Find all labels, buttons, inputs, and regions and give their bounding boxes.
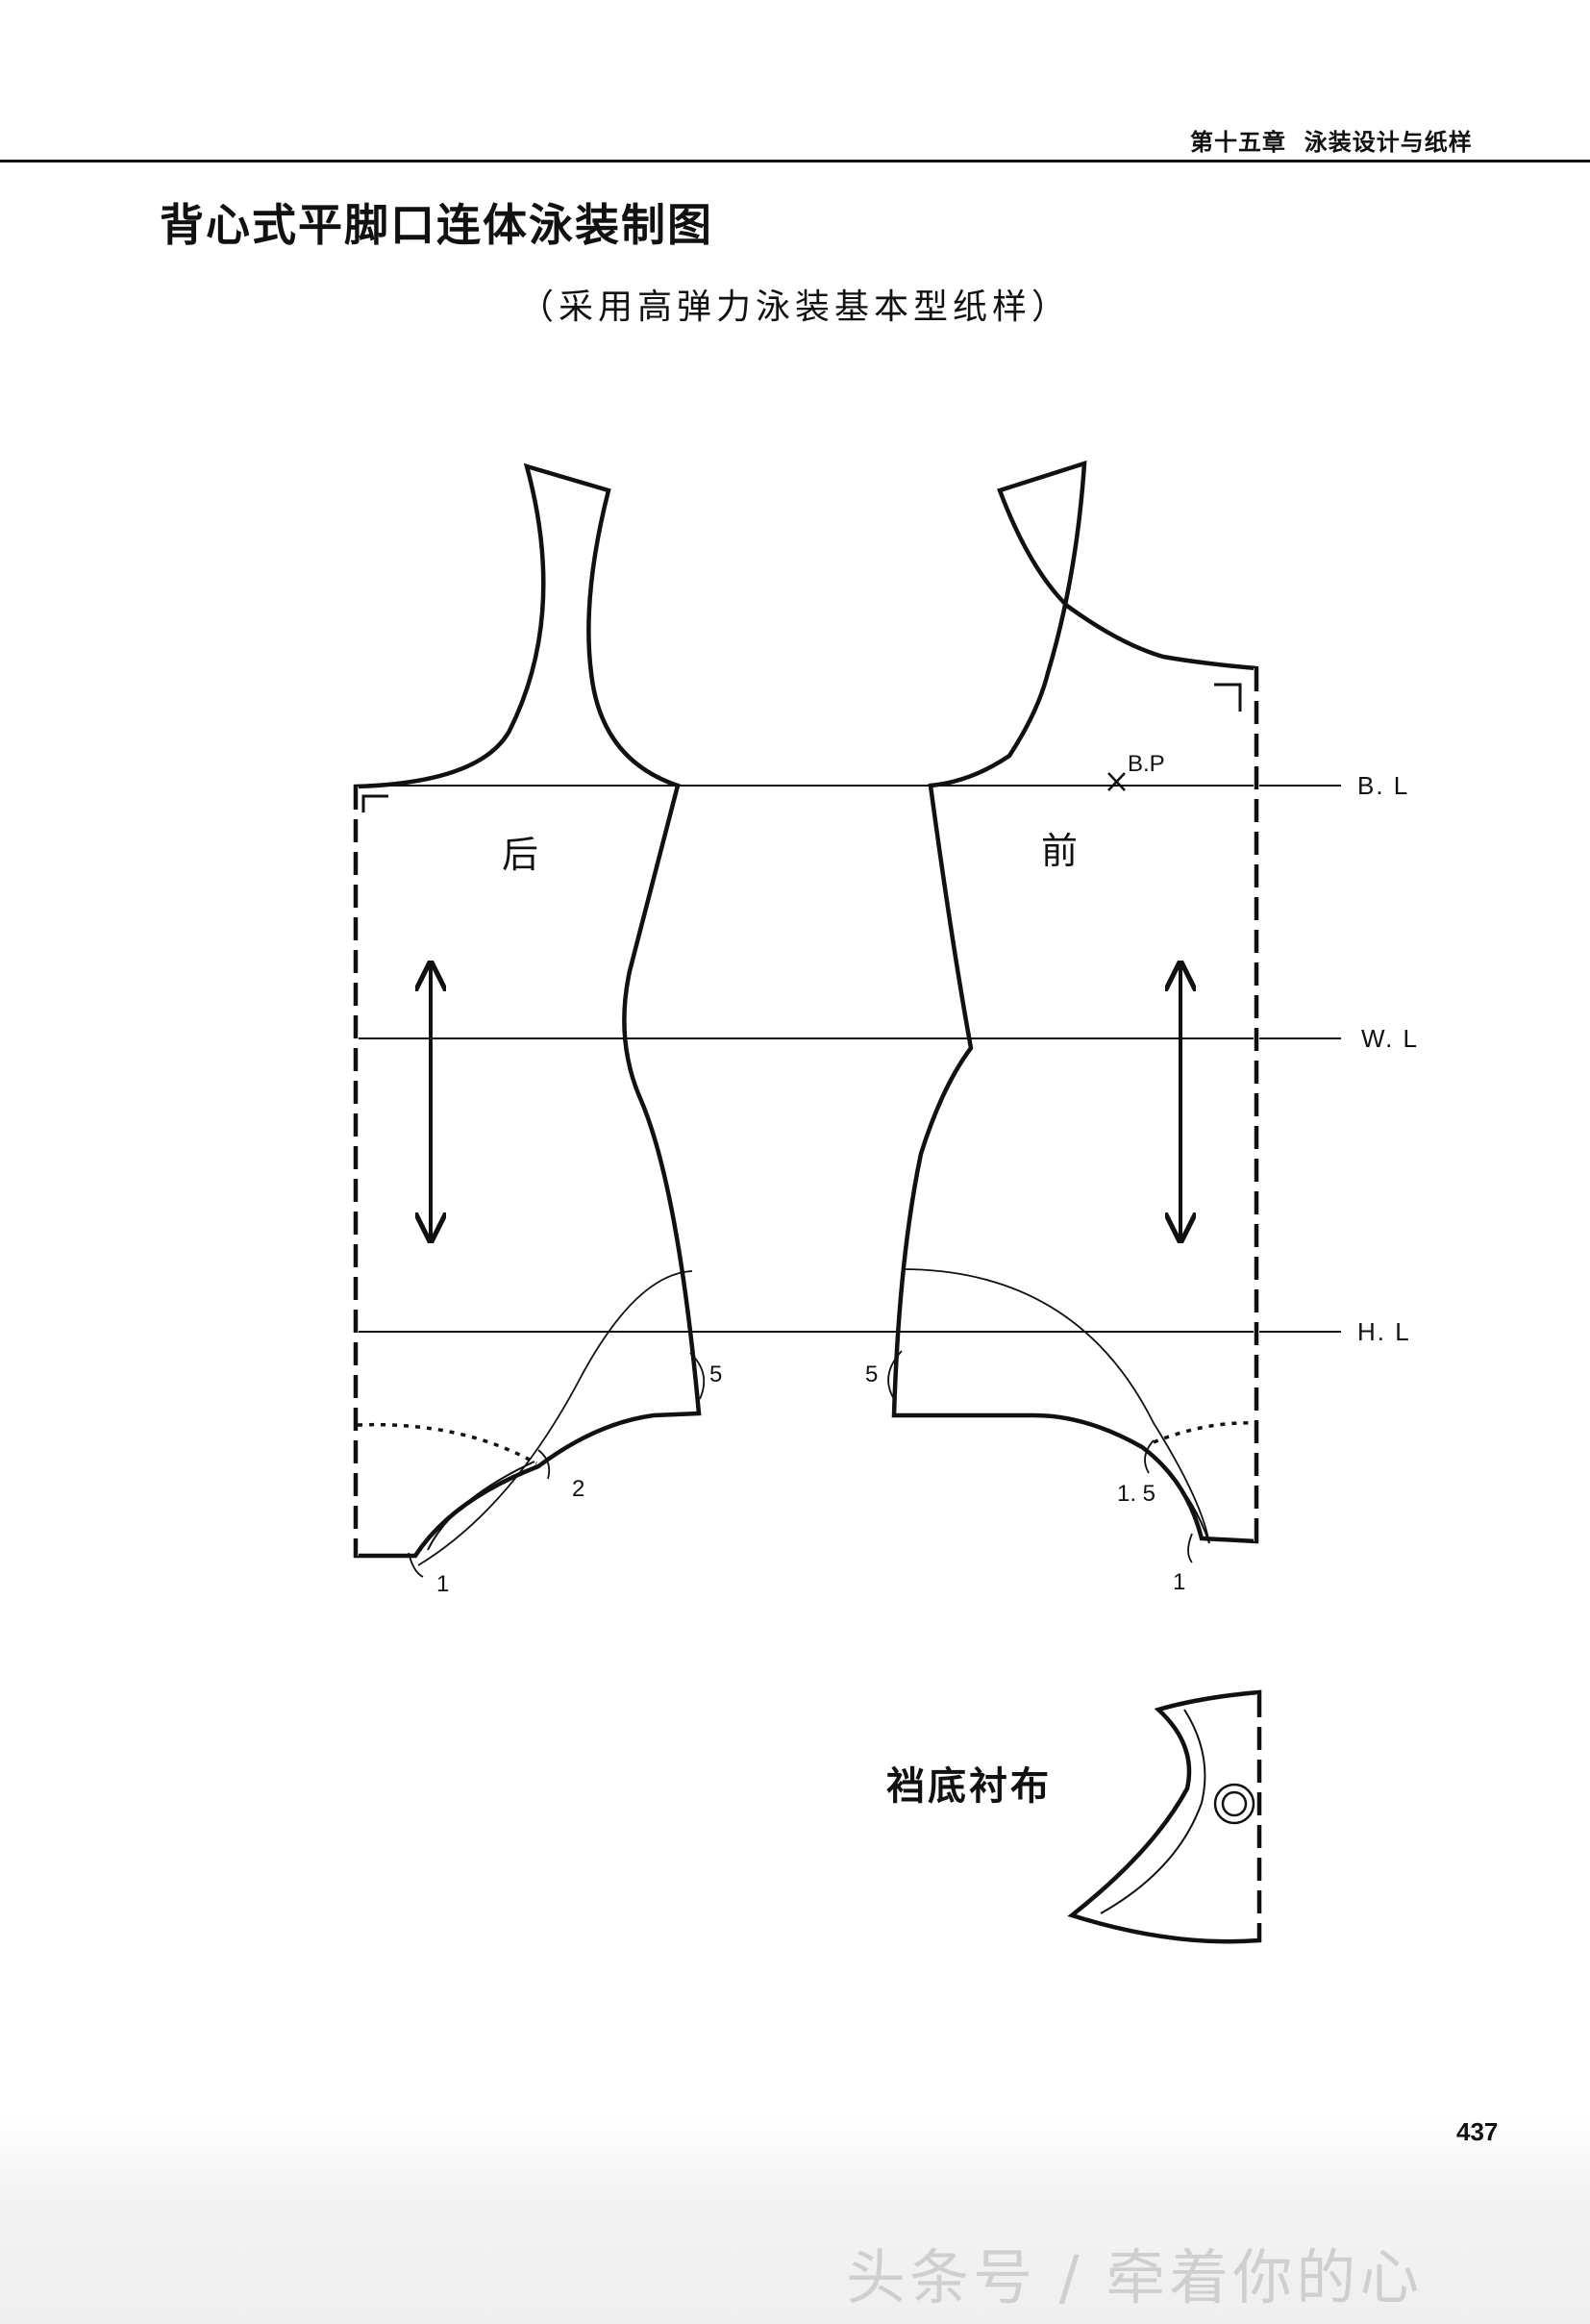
page-title: 背心式平脚口连体泳装制图 [160, 199, 713, 251]
back-outline [353, 462, 702, 1559]
back-piece [353, 462, 706, 1578]
page-subtitle: （采用高弹力泳装基本型纸样） [518, 287, 1071, 327]
back-curve-guide [417, 1270, 693, 1566]
back-corner-mark [361, 794, 388, 812]
gusset-label: 裆底衬布 [886, 1764, 1052, 1809]
gusset-piece [1067, 1689, 1262, 1944]
gusset-outline [1067, 1689, 1262, 1944]
back-leg-allowance [427, 1461, 535, 1551]
back-dotted-guide [357, 1422, 537, 1465]
back-piece-label: 后 [502, 834, 539, 876]
header-rule [0, 160, 1590, 162]
front-hem-arc [1187, 1533, 1193, 1563]
bust-line-label: B. L [1357, 771, 1410, 800]
front-side-arc [887, 1350, 903, 1400]
front-corner-mark [1214, 683, 1242, 712]
gusset-mark-inner [1221, 1790, 1248, 1817]
gusset-seam-allowance [1100, 1709, 1206, 1914]
chapter-header: 第十五章 泳装设计与纸样 [1190, 129, 1473, 156]
front-piece-label: 前 [1041, 830, 1079, 872]
front-curve-arc [1144, 1439, 1155, 1474]
front-curve-measure: 1. 5 [1117, 1481, 1156, 1507]
front-outline [891, 460, 1259, 1544]
waist-line-label: W. L [1361, 1024, 1420, 1053]
front-piece [887, 460, 1259, 1563]
hip-line-label: H. L [1357, 1317, 1411, 1346]
front-dotted-guide [1153, 1421, 1255, 1444]
back-curve-arc [537, 1449, 551, 1480]
back-curve-measure: 2 [572, 1476, 585, 1502]
back-hem-measure: 1 [436, 1571, 450, 1597]
watermark-text: 头条号 / 牵着你的心 [846, 2242, 1424, 2312]
bust-point-label: B.P [1128, 751, 1165, 777]
page-number: 437 [1456, 2117, 1499, 2146]
front-hem-measure: 1 [1173, 1569, 1186, 1595]
front-side-measure: 5 [865, 1362, 879, 1387]
bust-point-mark-b [1107, 772, 1126, 791]
page-shading [0, 2115, 1590, 2324]
front-curve-guide [901, 1268, 1210, 1544]
back-hem-arc [408, 1552, 424, 1578]
back-side-measure: 5 [709, 1362, 723, 1387]
back-side-arc [689, 1352, 706, 1400]
gusset-mark-outer [1213, 1783, 1255, 1825]
front-leg-allowance [1143, 1446, 1210, 1544]
